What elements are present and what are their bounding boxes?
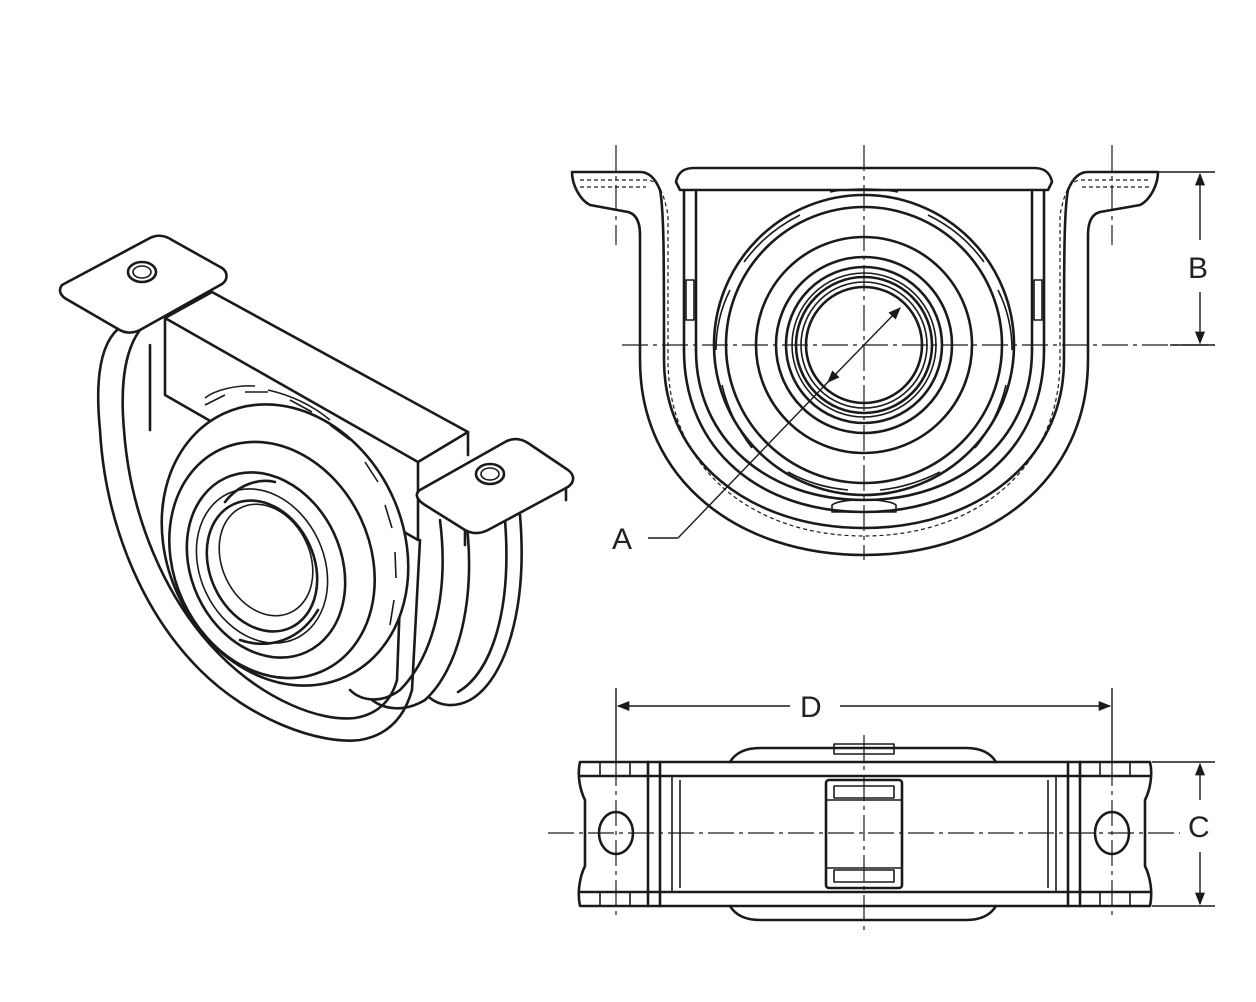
dimension-a-arrow	[827, 307, 901, 383]
front-cushion-ring	[712, 193, 1016, 497]
iso-left-bolt-hole	[126, 260, 158, 284]
top-plate-outline	[577, 760, 1153, 908]
top-right-bolt-hole	[1093, 810, 1131, 856]
isometric-view	[58, 234, 575, 742]
iso-bore	[205, 499, 319, 633]
dimension-b-label: B	[1188, 252, 1208, 285]
dimension-c-label: C	[1188, 811, 1210, 844]
front-cushion-slots	[715, 188, 1013, 491]
top-left-bolt-hole	[597, 810, 635, 856]
iso-left-foot	[58, 234, 228, 334]
top-center-bearing	[824, 778, 904, 890]
front-view: A B	[570, 145, 1215, 560]
dimension-a-leader	[677, 381, 829, 539]
iso-right-bolt-hole	[474, 462, 506, 486]
iso-bearing-ring	[168, 440, 376, 680]
dimension-a-label: A	[612, 523, 632, 556]
iso-bracket-back-loop-inner	[370, 508, 471, 710]
top-view: D C	[548, 688, 1215, 935]
front-bracket-outline	[570, 170, 1160, 557]
dimension-d-label: D	[800, 691, 822, 724]
front-bore	[804, 285, 924, 405]
iso-bracket-front	[96, 327, 422, 742]
front-top-plate	[674, 166, 1054, 192]
